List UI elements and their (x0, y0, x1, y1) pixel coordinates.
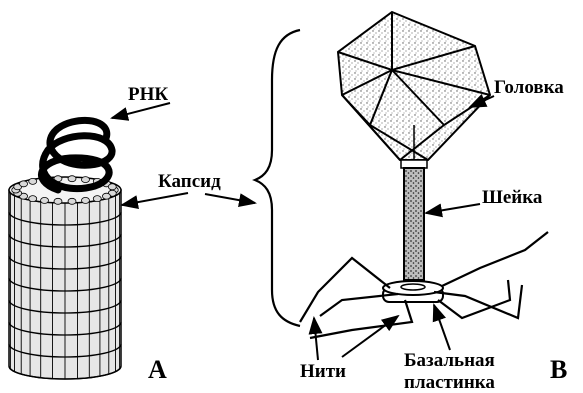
label-rna: РНК (128, 84, 168, 105)
label-capsid: Капсид (158, 171, 221, 192)
phage-neck (404, 168, 424, 280)
label-baseplate-line2: пластинка (404, 372, 495, 393)
helical-virus (9, 120, 121, 379)
label-head: Головка (494, 77, 564, 98)
bacteriophage (300, 12, 548, 338)
phage-baseplate (383, 281, 443, 302)
phage-head (338, 12, 490, 160)
capsid-brace (255, 30, 300, 326)
label-neck: Шейка (482, 187, 543, 208)
label-panel-b: В (550, 355, 567, 384)
label-panel-a: А (148, 355, 167, 384)
phage-collar (401, 160, 427, 168)
label-baseplate-line1: Базальная (404, 350, 495, 371)
label-fibers: Нити (300, 361, 346, 382)
capsid-cylinder (9, 176, 121, 379)
